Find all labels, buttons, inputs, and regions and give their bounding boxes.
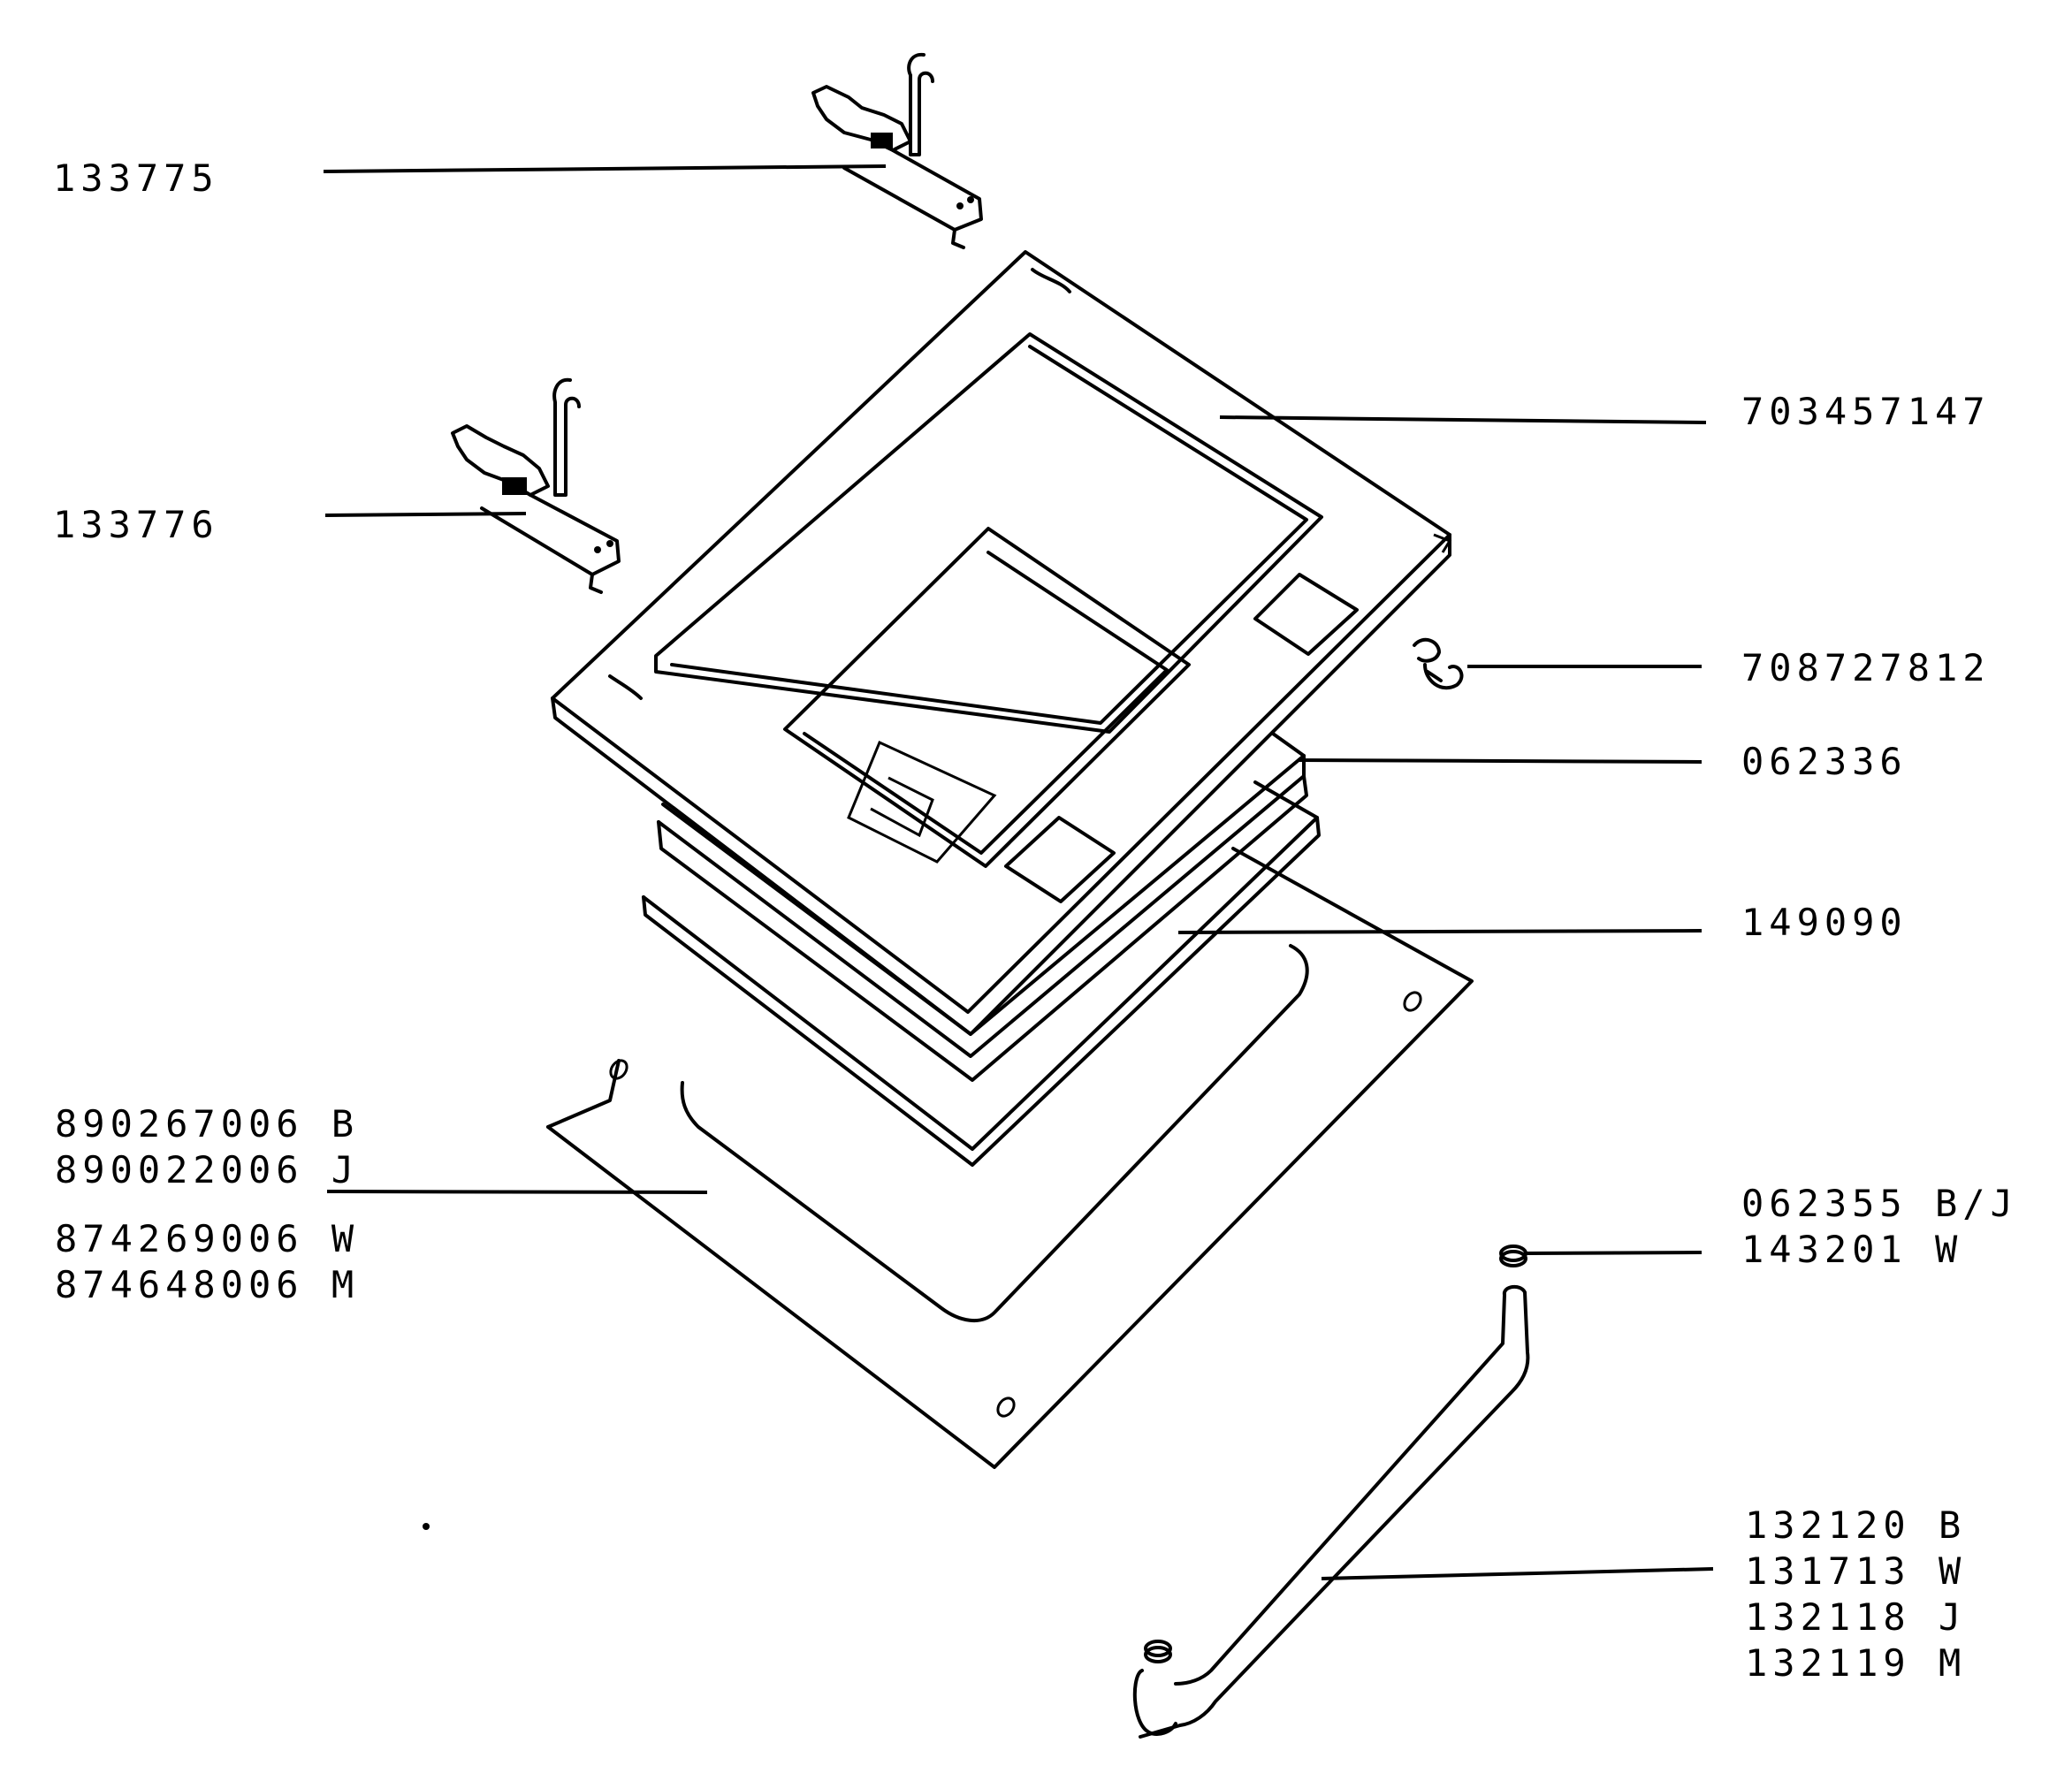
leader-handle-cap: [1526, 1251, 1703, 1255]
label-inner-panel: 062336: [1741, 740, 1908, 783]
label-handle-4: 132119 M: [1745, 1641, 1967, 1685]
label-handle-1: 132120 B: [1745, 1503, 1967, 1547]
label-outer-glass-3: 874269006 W: [55, 1217, 360, 1260]
handle-drawing: [1132, 1284, 1530, 1739]
label-hinge-right: 133775: [53, 156, 219, 200]
leader-lines: [323, 164, 1714, 1580]
handle-cap-drawing: [1499, 1244, 1527, 1267]
hinge-left-drawing: [451, 377, 621, 594]
hinge-right-drawing: [811, 52, 983, 249]
leader-703457147: [1219, 415, 1707, 424]
speck: [423, 1523, 430, 1530]
leader-133775: [323, 164, 887, 173]
label-outer-glass-1: 890267006 B: [55, 1102, 360, 1145]
clip-drawing: [1413, 637, 1464, 690]
label-outer-glass-2: 890022006 J: [55, 1148, 360, 1191]
leader-062336: [1297, 758, 1703, 764]
label-handle-cap-2: 143201 W: [1741, 1228, 1963, 1271]
outer-glass-drawing: [546, 847, 1474, 1469]
label-hinge-left: 133776: [53, 503, 219, 546]
label-handle-cap-1: 062355 B/J: [1741, 1182, 2018, 1225]
label-handle-2: 131713 W: [1745, 1549, 1967, 1593]
leader-handle: [1321, 1567, 1714, 1580]
label-outer-glass-4: 874648006 M: [55, 1263, 360, 1306]
label-glass-panel: 149090: [1741, 901, 1908, 944]
door-frame-drawing: [551, 250, 1452, 1036]
label-door-frame: 703457147: [1741, 390, 1991, 433]
label-handle-3: 132118 J: [1745, 1595, 1967, 1639]
leader-outer-glass: [326, 1190, 708, 1194]
label-clip: 708727812: [1741, 646, 1991, 689]
inner-panel-drawing: [657, 732, 1308, 1082]
glass-panel-drawing: [642, 780, 1321, 1167]
leader-149090: [1177, 929, 1703, 934]
